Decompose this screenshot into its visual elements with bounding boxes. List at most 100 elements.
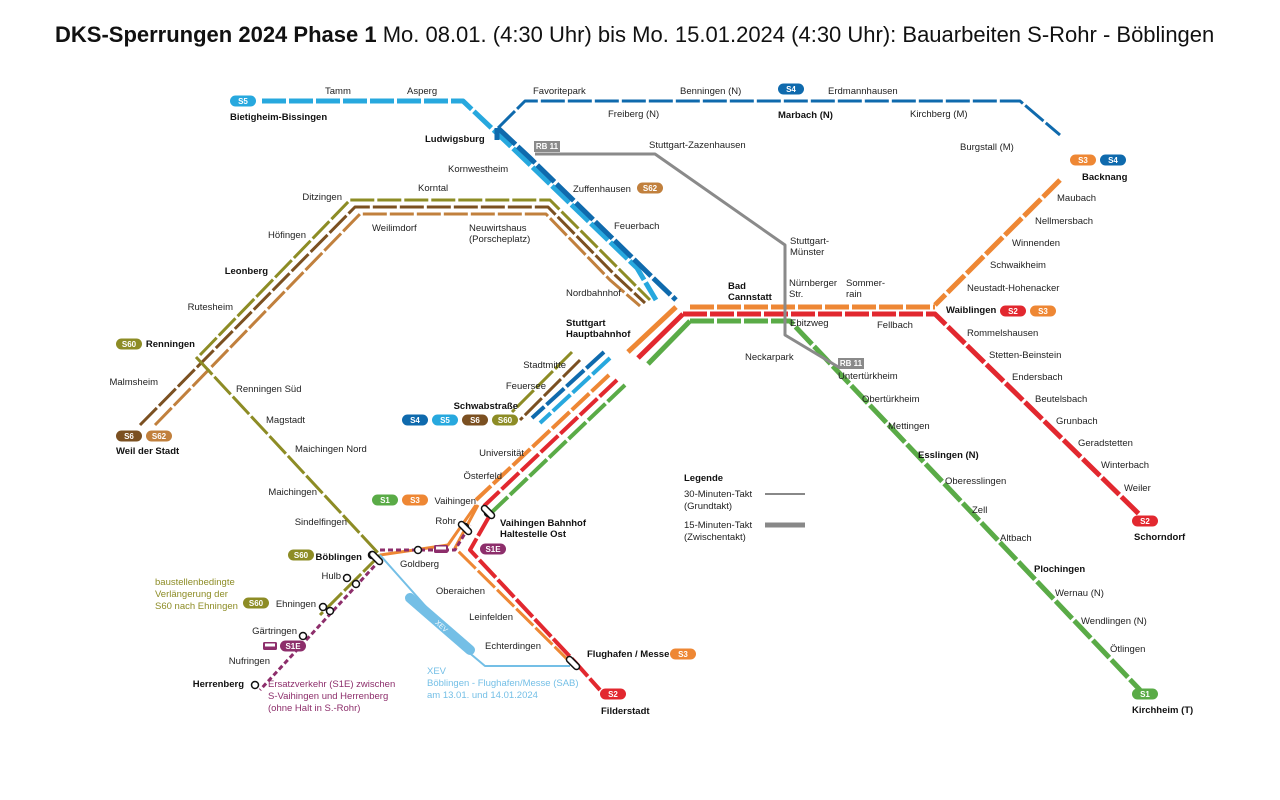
legend: Legende30-Minuten-Takt(Grundtakt)15-Minu… <box>684 473 805 543</box>
badge-bg <box>1000 305 1026 317</box>
bus-icon <box>434 545 448 553</box>
badge-text: S60 <box>249 599 264 608</box>
badge-s3_backnang: S3 <box>1070 154 1096 166</box>
line-s1-core <box>646 319 692 366</box>
station-label-esslingen: Esslingen (N) <box>918 450 979 461</box>
legend-thick-sub: (Zwischentakt) <box>684 532 746 543</box>
badge-bg <box>637 182 663 194</box>
interchange-marker <box>457 520 473 536</box>
station-label-line: Asperg <box>407 86 437 97</box>
badge-bg <box>462 414 488 426</box>
station-label-line: Rommelshausen <box>967 328 1038 339</box>
station-label-line: Feuerbach <box>614 221 659 232</box>
station-label-maubach: Maubach <box>1057 193 1096 204</box>
station-label-line: Marbach (N) <box>778 110 833 121</box>
station-label-kirchheim: Kirchheim (T) <box>1132 705 1193 716</box>
station-label-magstadt: Magstadt <box>266 415 305 426</box>
station-label-line: Mettingen <box>888 421 930 432</box>
station-label-line: Ehningen <box>276 599 316 610</box>
line-s2-east <box>683 311 1142 517</box>
legend-title: Legende <box>684 473 723 484</box>
badge-s5_bietigheim: S5 <box>230 95 256 107</box>
station-label-wendlingen: Wendlingen (N) <box>1081 616 1147 627</box>
station-label-renningensued: Renningen Süd <box>236 384 302 395</box>
legend-thick-label: 15-Minuten-Takt <box>684 520 752 531</box>
line-s6-west <box>138 205 647 427</box>
line-rb11 <box>535 152 841 370</box>
station-label-line: Weiler <box>1124 483 1151 494</box>
station-label-line: Stuttgart <box>566 318 606 329</box>
station-label-line: Neuwirtshaus <box>469 223 527 234</box>
bus-window <box>265 643 275 647</box>
badge-s1_kirchheim: S1 <box>1132 688 1158 700</box>
station-label-weilimdorf: Weilimdorf <box>372 223 417 234</box>
station-label-obertuerkheim: Obertürkheim <box>862 394 920 405</box>
station-label-boeblingen: Böblingen <box>316 552 363 563</box>
line-core-s4 <box>530 350 606 420</box>
note-s60_3: S60 nach Ehningen <box>155 601 238 612</box>
badge-text: S4 <box>410 416 420 425</box>
badge-text: S4 <box>1108 156 1118 165</box>
station-label-line: Esslingen (N) <box>918 450 979 461</box>
stop-marker <box>318 602 328 612</box>
station-label-line: Echterdingen <box>485 641 541 652</box>
station-label-grunbach: Grunbach <box>1056 416 1098 427</box>
station-label-line: Sommer- <box>846 278 885 289</box>
station-label-winnenden: Winnenden <box>1012 238 1060 249</box>
line-core-s6 <box>518 358 582 422</box>
badge-text: S6 <box>124 432 134 441</box>
station-label-feuersee: Feuersee <box>506 381 546 392</box>
station-label-line: Münster <box>790 247 824 258</box>
station-label-line: Plochingen <box>1034 564 1085 575</box>
station-label-untertuerkheim: Untertürkheim <box>838 371 898 382</box>
badge-s60_renningen: S60 <box>116 338 142 350</box>
station-label-sindelfingen: Sindelfingen <box>295 517 347 528</box>
station-label-line: Nellmersbach <box>1035 216 1093 227</box>
station-label-line: Grunbach <box>1056 416 1098 427</box>
badge-text: S60 <box>294 551 309 560</box>
station-label-line: Rohr <box>435 516 456 527</box>
station-label-line: Kirchberg (M) <box>910 109 968 120</box>
station-label-ehningen: Ehningen <box>276 599 316 610</box>
station-label-line: Waiblingen <box>946 305 997 316</box>
badge-bg <box>432 414 458 426</box>
badge-text: S5 <box>440 416 450 425</box>
station-label-oberesslingen: Oberesslingen <box>945 476 1006 487</box>
station-label-line: Endersbach <box>1012 372 1063 383</box>
station-label-line: Oberaichen <box>436 586 485 597</box>
note-s1e_3: (ohne Halt in S.-Rohr) <box>268 703 360 714</box>
station-label-schwaikheim: Schwaikheim <box>990 260 1046 271</box>
station-label-endersbach: Endersbach <box>1012 372 1063 383</box>
badge-bg <box>280 640 306 652</box>
station-label-geradstetten: Geradstetten <box>1078 438 1133 449</box>
badge-text: S1 <box>1140 690 1150 699</box>
badge-s62_weil: S62 <box>146 430 172 442</box>
station-label-line: Zuffenhausen <box>573 184 631 195</box>
station-label-line: Winterbach <box>1101 460 1149 471</box>
badge-bg <box>1132 688 1158 700</box>
badge-s4_schwab: S4 <box>402 414 428 426</box>
station-label-line: Stuttgart-Zazenhausen <box>649 140 746 151</box>
badge-s2_waiblingen: S2 <box>1000 305 1026 317</box>
line-s5 <box>262 98 659 302</box>
badge-bg <box>600 688 626 700</box>
line-s1e-b <box>258 558 382 692</box>
station-label-fellbach: Fellbach <box>877 320 913 331</box>
station-label-line: Sindelfingen <box>295 517 347 528</box>
badge-bg <box>243 597 269 609</box>
legend-thin-label: 30-Minuten-Takt <box>684 489 752 500</box>
interchange-marker <box>368 550 384 566</box>
station-label-plochingen: Plochingen <box>1034 564 1085 575</box>
station-label-line: Bietigheim-Bissingen <box>230 112 327 123</box>
badge-bg <box>1030 305 1056 317</box>
station-label-rommelshausen: Rommelshausen <box>967 328 1038 339</box>
station-label-line: Renningen Süd <box>236 384 302 395</box>
station-label-line: Vaihingen Bahnhof <box>500 518 587 529</box>
title-rest: Mo. 08.01. (4:30 Uhr) bis Mo. 15.01.2024… <box>376 22 1215 47</box>
station-label-line: Maubach <box>1057 193 1096 204</box>
station-label-maichingen: Maichingen <box>268 487 317 498</box>
stop-marker <box>413 545 423 555</box>
station-label-line: Kornwestheim <box>448 164 508 175</box>
station-label-line: Favoritepark <box>533 86 586 97</box>
